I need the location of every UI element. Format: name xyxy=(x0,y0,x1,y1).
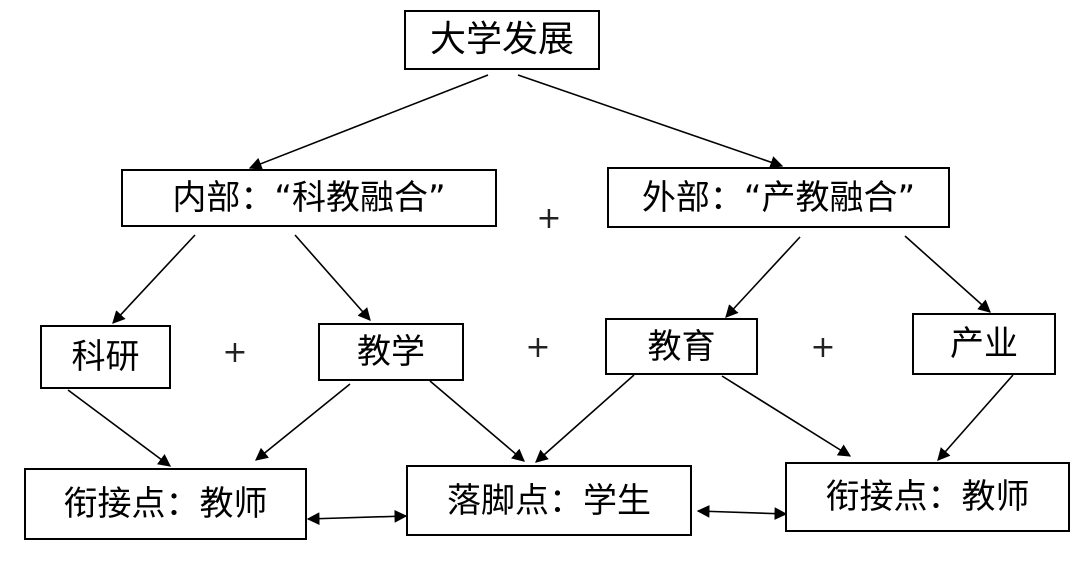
node-industry: 产业 xyxy=(912,313,1056,375)
arrow-internal-to-teaching xyxy=(294,234,371,321)
arrow-education-to-link-right xyxy=(721,375,852,457)
node-link-teacher-right: 衔接点：教师 xyxy=(785,462,1070,532)
arrow-teaching-to-landing xyxy=(429,380,525,462)
node-teaching: 教学 xyxy=(318,323,464,381)
arrow-external-to-education xyxy=(725,236,801,318)
arrow-research-to-link-left xyxy=(67,389,172,467)
node-link-teacher-left: 衔接点：教师 xyxy=(24,468,307,540)
arrow-root-to-external xyxy=(517,74,784,169)
node-internal-integration: 内部：“科教融合” xyxy=(121,169,497,227)
plus-between-research-teaching: + xyxy=(222,335,248,370)
arrow-internal-to-research xyxy=(112,234,196,324)
arrow-teaching-to-link-left xyxy=(255,383,351,461)
plus-between-internal-external: + xyxy=(536,201,562,236)
node-university-development: 大学发展 xyxy=(404,10,600,70)
arrow-external-to-industry xyxy=(904,235,991,313)
plus-between-teaching-education: + xyxy=(525,330,551,365)
arrow-landing-link-right xyxy=(696,504,788,521)
node-external-integration: 外部：“产教融合” xyxy=(607,167,950,228)
arrow-industry-to-link-right xyxy=(937,374,1014,461)
node-education: 教育 xyxy=(605,318,758,375)
arrow-root-to-internal xyxy=(248,74,489,170)
plus-between-education-industry: + xyxy=(810,330,836,365)
node-research: 科研 xyxy=(40,325,171,389)
arrow-education-to-landing xyxy=(535,374,635,463)
arrow-link-left-landing xyxy=(306,509,408,526)
node-landing-student: 落脚点：学生 xyxy=(406,465,692,536)
